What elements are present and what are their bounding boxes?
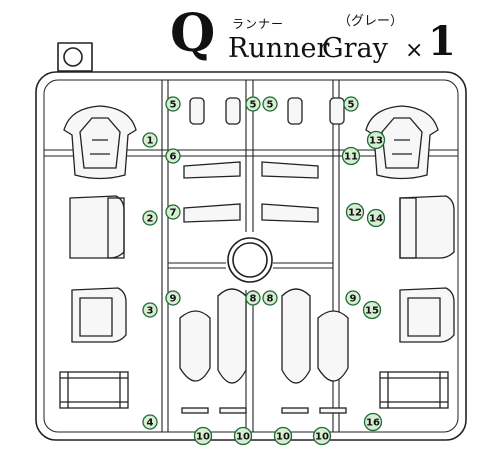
part-number-marker [245, 290, 261, 306]
part-number-marker [345, 202, 365, 222]
part-9b-shape [317, 310, 349, 382]
runner-letter: Q [170, 3, 216, 64]
runner-kana: ランナー [232, 17, 285, 31]
part-number-label: 15 [365, 306, 379, 317]
part-number-label: 4 [147, 418, 154, 429]
part-number-marker [345, 290, 361, 306]
part-4-shape [59, 371, 129, 409]
part-10d-shape [319, 407, 347, 414]
part-number-label: 10 [315, 432, 329, 443]
part-number-label: 7 [170, 208, 177, 219]
part-3-detail [79, 297, 113, 337]
part-8b-shape [281, 288, 311, 384]
runner-header: Q ランナー Runner （グレー） Gray × 1 [0, 0, 493, 70]
part-number-marker [362, 300, 382, 320]
part-number-marker [343, 96, 359, 112]
part-number-label: 6 [170, 152, 177, 163]
part-1-detail [79, 117, 121, 169]
runner-word: Runner [228, 33, 330, 64]
part-2-detail [107, 197, 125, 259]
part-number-marker [341, 146, 361, 166]
times-sign: × [405, 38, 424, 63]
part-2-shape [69, 195, 125, 259]
part-number-label: 3 [147, 306, 154, 317]
part-number-label: 14 [369, 214, 383, 225]
part-5c-shape [287, 97, 303, 125]
part-number-label: 8 [250, 294, 257, 305]
part-number-label: 5 [348, 100, 355, 111]
part-number-marker [193, 426, 213, 446]
runner-count: 1 [428, 18, 456, 65]
part-number-label: 5 [267, 100, 274, 111]
center-ring [227, 237, 273, 283]
part-10a-shape [181, 407, 209, 414]
part-number-marker [262, 290, 278, 306]
part-number-label: 12 [348, 208, 362, 219]
part-12-shape [261, 203, 319, 223]
part-16-shape [379, 371, 449, 409]
part-11-shape [261, 161, 319, 179]
sprue-tab [57, 42, 93, 72]
part-9a-shape [179, 310, 211, 382]
vertical-runners [161, 80, 340, 432]
part-number-label: 5 [250, 100, 257, 111]
part-number-label: 8 [267, 294, 274, 305]
part-15-detail [407, 297, 441, 337]
part-number-marker [142, 210, 158, 226]
part-number-label: 10 [276, 432, 290, 443]
part-6-shape [183, 161, 241, 179]
part-5d-shape [329, 97, 345, 125]
part-number-marker [273, 426, 293, 446]
part-number-label: 9 [350, 294, 357, 305]
center-ring-inner [232, 242, 268, 278]
part-13-detail [381, 117, 423, 169]
part-number-label: 10 [196, 432, 210, 443]
part-10c-shape [281, 407, 309, 414]
part-number-marker [262, 96, 278, 112]
part-number-marker [165, 290, 181, 306]
part-number-marker [363, 412, 383, 432]
part-13-shape [365, 105, 439, 180]
part-number-marker [165, 96, 181, 112]
part-5a-shape [189, 97, 205, 125]
part-number-label: 9 [170, 294, 177, 305]
part-number-label: 16 [366, 418, 380, 429]
horizontal-runners [44, 149, 458, 269]
part-8a-shape [217, 288, 247, 384]
part-number-label: 13 [369, 136, 383, 147]
part-number-marker [165, 148, 181, 164]
part-10b-shape [219, 407, 247, 414]
tab-hole [63, 47, 83, 67]
part-number-label: 10 [236, 432, 250, 443]
part-number-marker [245, 96, 261, 112]
part-number-label: 1 [147, 136, 154, 147]
part-number-label: 2 [147, 214, 154, 225]
part-number-marker [366, 130, 386, 150]
part-4-detail [60, 372, 128, 408]
part-number-label: 11 [344, 152, 358, 163]
part-number-marker [165, 204, 181, 220]
part-14-detail [399, 197, 417, 259]
part-number-marker [142, 414, 158, 430]
part-7-shape [183, 203, 241, 223]
part-number-marker [233, 426, 253, 446]
part-number-label: 5 [170, 100, 177, 111]
color-kana: （グレー） [338, 14, 404, 29]
part-1-shape [63, 105, 137, 180]
part-number-marker [366, 208, 386, 228]
part-14-shape [399, 195, 455, 259]
part-16-detail [380, 372, 448, 408]
part-number-marker [142, 132, 158, 148]
part-number-marker [142, 302, 158, 318]
color-word: Gray [322, 33, 388, 64]
part-5b-shape [225, 97, 241, 125]
part-number-marker [312, 426, 332, 446]
